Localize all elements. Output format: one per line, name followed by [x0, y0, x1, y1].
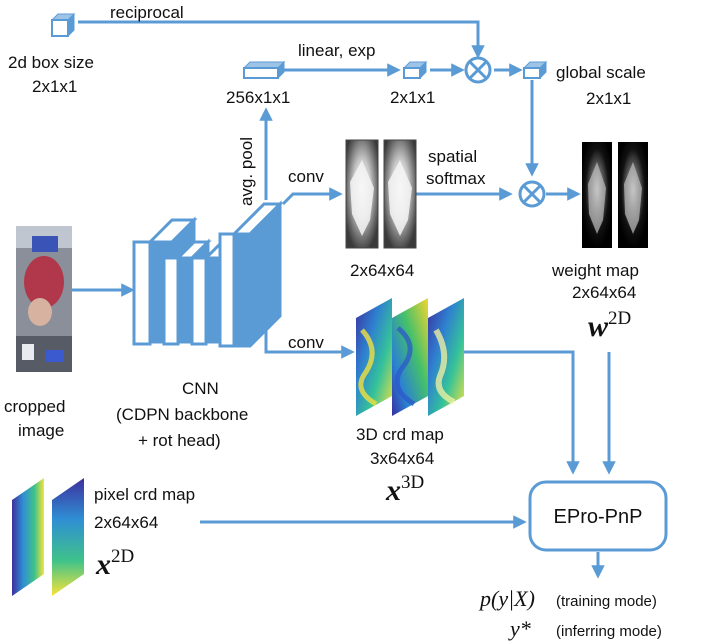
scale-dims-label: 2x1x1	[390, 88, 435, 107]
conv-bottom-label: conv	[288, 333, 324, 352]
weight-map-label: weight map	[551, 261, 639, 280]
inferring-mode-label: (inferring mode)	[556, 623, 662, 640]
cnn-blocks	[132, 200, 284, 348]
cnn-label: CNN	[182, 379, 219, 398]
multiply-icon	[518, 180, 546, 208]
avg-pool-label: avg. pool	[237, 137, 256, 206]
global-scale-label: global scale	[556, 63, 646, 82]
x2d-symbol: x2D	[95, 546, 134, 581]
inferring-output-expr: y*	[508, 616, 531, 641]
weight-maps	[582, 142, 648, 248]
global-scale-tensor	[522, 60, 548, 80]
softmax-label: softmax	[426, 169, 486, 188]
pooled-feature-tensor	[242, 60, 286, 80]
crd3d-to-pnp-arrow	[464, 350, 580, 475]
crd3d-dims: 3x64x64	[370, 449, 434, 468]
box-size-tensor	[50, 12, 76, 38]
box-size-dims: 2x1x1	[32, 77, 77, 96]
epro-pnp-label: EPro-PnP	[554, 506, 643, 528]
cropped-image	[16, 226, 72, 372]
x3d-symbol: x3D	[385, 472, 424, 507]
training-output-expr: p(y|X)	[478, 586, 535, 611]
reciprocal-arrow	[78, 20, 485, 59]
connectors	[70, 20, 616, 579]
box-size-label: 2d box size	[8, 53, 94, 72]
conv-top-label: conv	[288, 167, 324, 186]
crd3d-label: 3D crd map	[356, 425, 444, 444]
cropped-label: cropped	[4, 397, 65, 416]
crd3d-maps	[356, 298, 464, 416]
logit-dims-label: 2x64x64	[350, 261, 414, 280]
global-scale-dims: 2x1x1	[586, 89, 631, 108]
w2d-symbol: w2D	[588, 308, 631, 343]
weight-map-dims: 2x64x64	[572, 283, 636, 302]
pixel-crd-dims: 2x64x64	[94, 513, 158, 532]
logit-maps	[345, 139, 417, 249]
conv-top-arrow	[281, 187, 343, 206]
multiply-icon	[464, 56, 492, 84]
spatial-label: spatial	[428, 147, 477, 166]
pooled-dims-label: 256x1x1	[226, 88, 290, 107]
linear-exp-label: linear, exp	[298, 41, 376, 60]
epro-pnp-node: EPro-PnP	[528, 480, 668, 552]
cnn-head-label: + rot head)	[138, 431, 221, 450]
training-mode-label: (training mode)	[556, 593, 657, 610]
pixel-crd-maps	[12, 478, 84, 596]
pixel-crd-label: pixel crd map	[94, 485, 195, 504]
reciprocal-label: reciprocal	[110, 3, 184, 22]
scale-tensor	[402, 60, 428, 80]
image-label: image	[18, 421, 64, 440]
conv-bottom-arrow	[264, 330, 355, 359]
cnn-backbone-label: (CDPN backbone	[116, 405, 248, 424]
